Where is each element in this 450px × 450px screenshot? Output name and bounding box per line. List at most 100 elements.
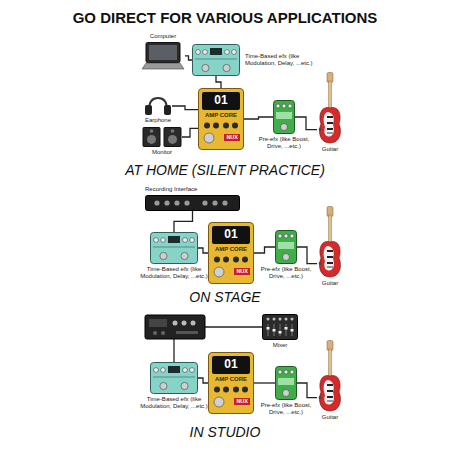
guitar-pickup: [327, 396, 333, 398]
caption-block: Guitar: [310, 280, 350, 287]
pedal-knob: [284, 234, 288, 238]
pedal-knobs: [212, 385, 250, 394]
guitar-pickup: [327, 116, 333, 118]
pedal-body: [276, 231, 297, 264]
mixer-drawing: [262, 314, 298, 340]
guitar-body: [320, 107, 341, 143]
mon-drawing: [142, 127, 182, 147]
pedal-screen: 01: [212, 356, 250, 374]
guitar-jack: [319, 262, 322, 265]
device-caption: Time-Based efx (like Modulation, Delay, …: [139, 266, 209, 280]
device-caption: Recording Interface: [145, 186, 245, 193]
pedal-body: [151, 363, 198, 394]
caption-block: Time-Based efx (like Modulation, Delay, …: [245, 53, 325, 67]
pedal-knob: [276, 104, 280, 108]
device-caption: Pre-efx (like Boost, Drive, ...etc.): [254, 136, 314, 150]
speaker-tweeter: [150, 129, 154, 133]
pedal-knob: [233, 256, 239, 262]
interface-jack: [153, 331, 157, 335]
device-caption: Time-Based efx (like Modulation, Delay, …: [139, 396, 209, 410]
audio-interface: [145, 315, 205, 339]
pedal-knob: [154, 368, 159, 373]
device-caption: Pre-efx (like Boost, Drive, ...etc.): [256, 266, 316, 280]
device-caption: Guitar: [310, 414, 350, 421]
interface-knob: [202, 200, 207, 205]
green-drawing: [275, 366, 297, 400]
cable: [173, 339, 174, 362]
device-node: Guitar: [310, 206, 350, 287]
pedal-knob: [242, 256, 248, 262]
cable: [216, 76, 221, 88]
device-node: Computer: [138, 33, 188, 70]
caption-block: Computer: [138, 33, 188, 40]
pedal-name: AMP CORE: [215, 246, 247, 253]
interface-panel: [149, 319, 167, 327]
footswitch: [214, 397, 224, 407]
pedal-knob: [290, 370, 294, 374]
guitar-drawing: [317, 340, 343, 412]
footswitch: [212, 266, 226, 278]
pedal-knob: [223, 386, 229, 392]
caption-block: Guitar: [310, 146, 350, 153]
pedal-band: [278, 242, 294, 249]
cable: [254, 382, 275, 383]
footswitch: [160, 382, 167, 389]
green-drawing: [275, 230, 297, 264]
guitar-jack: [319, 396, 322, 399]
device-drawing: [150, 232, 198, 264]
pedal-band: [278, 378, 294, 385]
caption-block: Mixer: [255, 342, 305, 349]
pedal-name: AMP CORE: [215, 376, 247, 383]
preset-number: 01: [224, 228, 237, 241]
section-caption: ON STAGE: [0, 289, 450, 305]
guitar-drawing: [317, 206, 343, 278]
caption-block: Time-Based efx (like Modulation, Delay, …: [139, 266, 209, 280]
footswitch: [281, 124, 288, 131]
cable: [182, 128, 198, 137]
pedal-knob: [290, 234, 294, 238]
guitar-bridge: [327, 400, 333, 402]
cable: [198, 378, 208, 383]
pedal-knob: [282, 104, 286, 108]
ear-drawing: [144, 97, 172, 115]
footswitch: [160, 252, 167, 259]
guitar-bridge: [327, 132, 333, 134]
pedal-rule: [195, 59, 237, 60]
brand-badge: NUX: [234, 268, 250, 275]
footswitch: [202, 64, 209, 71]
pedal-knob: [223, 256, 229, 262]
interface-knob: [184, 200, 189, 205]
mixer-knob: [279, 318, 282, 321]
device-drawing: [145, 195, 240, 211]
pedal-knob: [203, 50, 208, 55]
ear-cup: [145, 105, 152, 115]
preset-number: 01: [214, 94, 227, 107]
pedal-display: [168, 236, 180, 243]
cable: [297, 247, 317, 264]
pedal-knob: [204, 122, 210, 128]
pedal-knob: [288, 104, 292, 108]
guitar-neck: [329, 81, 332, 112]
speaker-box: [143, 128, 160, 147]
cable: [254, 247, 275, 253]
pedal-rule: [153, 377, 195, 378]
device-drawing: [144, 97, 172, 115]
guitar-drawing: [317, 72, 343, 144]
mixer-knob: [273, 318, 276, 321]
pedal-knob: [183, 368, 188, 373]
pedal-knob: [196, 50, 201, 55]
speaker-cone: [168, 135, 177, 144]
footswitch: [212, 396, 226, 408]
mixer-knob: [267, 318, 270, 321]
laptop-screen: [146, 42, 180, 62]
footswitch: [204, 133, 214, 143]
device-drawing: [273, 100, 295, 134]
interface-strip: [176, 331, 198, 334]
device-caption: Guitar: [310, 146, 350, 153]
device-node: Pre-efx (like Boost, Drive, ...etc.): [254, 100, 314, 150]
caption-block: Earphone: [138, 117, 178, 124]
cable: [198, 248, 208, 253]
guitar-neck: [329, 215, 332, 246]
pedal-knob: [284, 370, 288, 374]
